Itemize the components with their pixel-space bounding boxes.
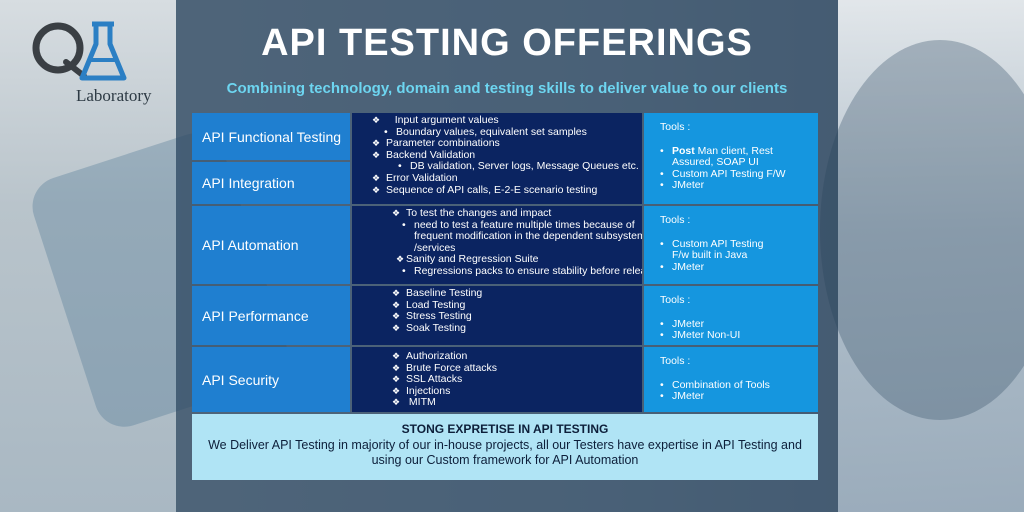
row-label-functional-testing: API Functional Testing [192,113,350,160]
offering-row-performance: API Performance ❖Baseline Testing ❖Load … [192,286,818,345]
row-label-integration: API Integration [192,162,350,204]
diamond-bullet-icon: ❖ [392,374,401,385]
dot-bullet-icon: • [402,264,406,277]
banner-heading: STONG EXPRETISE IN API TESTING [401,422,609,436]
tool-item: •JMeter [660,179,705,192]
diamond-bullet-icon: ❖ [392,397,401,408]
diamond-bullet-icon: ❖ [392,362,401,373]
logo-text: Laboratory [76,86,152,105]
diamond-bullet-icon: ❖ [392,208,401,218]
tools-label: Tools : [660,214,691,226]
tools-label: Tools : [660,355,691,367]
detail-item: •need to test a feature multiple times b… [402,218,635,231]
detail-item: •DB validation, Server logs, Message Que… [398,160,639,173]
page-title: API TESTING OFFERINGS [261,22,753,64]
detail-item: /services [414,241,456,254]
row-details-automation: ❖To test the changes and impact •need to… [352,206,642,284]
tool-item: •JMeter [660,260,705,273]
banner-body: We Deliver API Testing in majority of ou… [208,438,802,467]
detail-item: ❖Soak Testing [392,321,466,334]
detail-item: frequent modification in the dependent s… [414,230,642,243]
tool-item: •JMeter [660,390,705,403]
row-label-security: API Security [192,347,350,412]
row-details-performance: ❖Baseline Testing ❖Load Testing ❖Stress … [352,286,642,345]
background-left-pane [0,0,176,512]
detail-item: ❖To test the changes and impact [392,207,552,219]
tool-item: •Custom API Testing [660,237,764,250]
row-tools-automation: Tools : •Custom API Testing F/w built in… [644,206,818,284]
qa-flask-icon [32,21,127,81]
tool-item: •Combination of Tools [660,378,770,391]
diamond-bullet-icon: ❖ [372,115,381,125]
diamond-bullet-icon: ❖ [392,311,401,322]
background-right-pane [838,0,1024,512]
dot-bullet-icon: • [402,218,406,231]
row-tools-security: Tools : •Combination of Tools •JMeter [644,347,818,412]
tool-item: •JMeter Non-UI [660,329,741,342]
detail-item: ❖SSL Attacks [392,373,463,386]
detail-item: ❖Parameter combinations [372,137,500,150]
detail-item: •Boundary values, equivalent set samples [384,125,587,138]
expertise-banner: STONG EXPRETISE IN API TESTING We Delive… [192,414,818,480]
detail-item: ❖ MITM [392,396,436,409]
detail-item: ❖Load Testing [392,298,466,311]
detail-item: ❖ Input argument values [372,114,499,126]
detail-item: ❖Backend Validation [372,148,476,161]
row-details-security: ❖Authorization ❖Brute Force attacks ❖SSL… [352,347,642,412]
detail-item: ❖Brute Force attacks [392,361,498,374]
offering-row-security: API Security ❖Authorization ❖Brute Force… [192,347,818,412]
diamond-bullet-icon: ❖ [372,149,381,160]
diamond-bullet-icon: ❖ [392,385,401,396]
row-tools-functional: Tools : •Post Man client, Rest Assured, … [644,113,818,204]
diamond-bullet-icon: ❖ [392,351,401,361]
tool-item-cont: Assured, SOAP UI [672,156,759,169]
offering-row-automation: API Automation ❖To test the changes and … [192,206,818,284]
diamond-bullet-icon: ❖ [372,138,381,149]
dot-bullet-icon: • [384,125,388,138]
row-label-automation: API Automation [192,206,350,284]
detail-item: ❖Authorization [392,350,468,362]
tools-label: Tools : [660,294,691,306]
tool-item: •JMeter [660,317,705,330]
tool-item-cont: F/w built in Java [672,249,748,262]
dot-bullet-icon: • [398,160,402,173]
diamond-bullet-icon: ❖ [372,184,381,195]
detail-item: ❖Stress Testing [392,310,472,323]
row-tools-performance: Tools : •JMeter •JMeter Non-UI [644,286,818,345]
detail-item: ❖Sanity and Regression Suite [396,253,539,266]
row-label-performance: API Performance [192,286,350,345]
row-details-functional: ❖ Input argument values •Boundary values… [352,113,642,204]
tool-item: •Custom API Testing F/W [660,167,786,180]
background-person-shape [820,40,1024,420]
tool-item: •Post Man client, Rest [660,144,773,157]
detail-item: ❖Injections [392,384,451,397]
diamond-bullet-icon: ❖ [392,299,401,310]
diamond-bullet-icon: ❖ [392,288,401,298]
detail-item: ❖Error Validation [372,171,458,184]
detail-item: ❖Sequence of API calls, E-2-E scenario t… [372,183,598,196]
detail-item: ❖Baseline Testing [392,287,483,299]
qa-laboratory-logo: Laboratory [22,18,162,108]
tools-label: Tools : [660,121,691,133]
diamond-bullet-icon: ❖ [396,254,405,265]
diamond-bullet-icon: ❖ [392,322,401,333]
page-subtitle: Combining technology, domain and testing… [226,80,788,97]
offering-row-functional: API Functional Testing API Integration ❖… [192,113,818,204]
diamond-bullet-icon: ❖ [372,172,381,183]
detail-item: •Regressions packs to ensure stability b… [402,264,642,277]
